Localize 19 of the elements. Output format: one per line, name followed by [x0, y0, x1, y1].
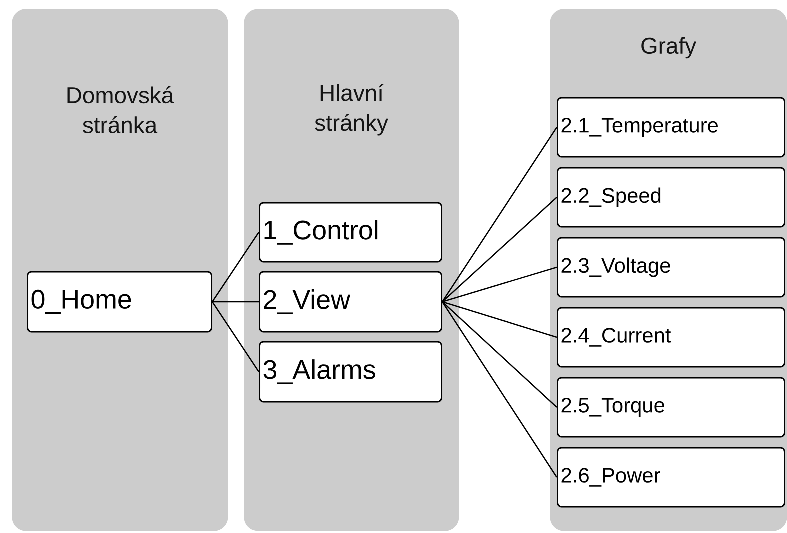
connector-line [212, 302, 260, 372]
connector-line [442, 302, 558, 408]
connector-line [442, 301, 558, 338]
page-box: 2.4_Current [557, 307, 786, 368]
page-box: 2_View [259, 271, 442, 333]
page-box: 2.2_Speed [557, 167, 786, 228]
connector-line [442, 127, 558, 302]
page-box: 1_Control [259, 202, 442, 263]
page-box: 3_Alarms [259, 341, 442, 403]
connector-line [442, 197, 558, 302]
connector-line [212, 301, 259, 303]
page-box: 0_Home [27, 271, 212, 333]
connector-line [442, 266, 558, 303]
page-box: 2.1_Temperature [557, 97, 786, 158]
page-box: 2.6_Power [557, 447, 786, 508]
page-box: 2.3_Voltage [557, 237, 786, 298]
connector-line [442, 302, 558, 478]
page-box: 2.5_Torque [557, 377, 786, 438]
connector-line [212, 232, 260, 302]
